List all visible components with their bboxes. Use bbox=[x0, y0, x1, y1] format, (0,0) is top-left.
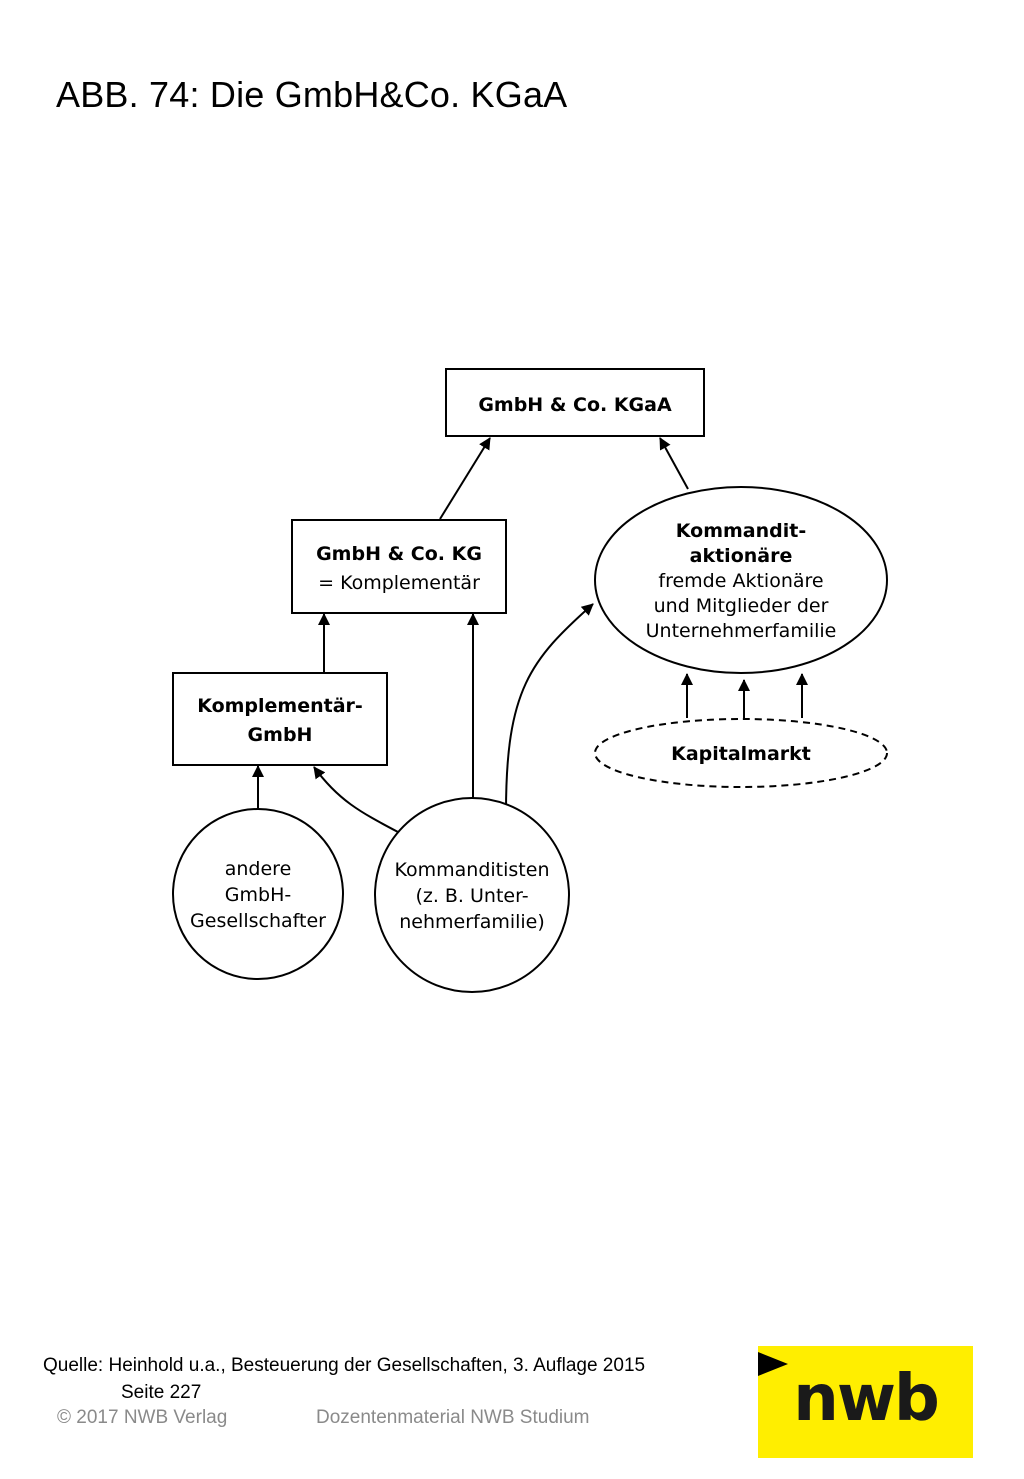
logo-arrow-icon bbox=[758, 1352, 788, 1376]
nwb-logo: nwb bbox=[758, 1346, 973, 1458]
node-kommanditisten-label-1: Kommanditisten bbox=[395, 859, 550, 881]
node-kapitalmarkt: Kapitalmarkt bbox=[594, 718, 888, 788]
arrow-kg-to-kgaa bbox=[439, 437, 491, 520]
source-line: Quelle: Heinhold u.a., Besteuerung der G… bbox=[43, 1355, 646, 1376]
node-andere-gesellschafter: andere GmbH- Gesellschafter bbox=[172, 808, 344, 980]
footer-material: Dozentenmaterial NWB Studium bbox=[316, 1407, 590, 1428]
node-kommanditaktionaere: Kommandit- aktionäre fremde Aktionäre un… bbox=[594, 486, 888, 674]
node-andere-label-3: Gesellschafter bbox=[190, 910, 326, 932]
node-kommanditisten: Kommanditisten (z. B. Unter- nehmerfamil… bbox=[374, 797, 570, 993]
slide-title: ABB. 74: Die GmbH&Co. KGaA bbox=[56, 74, 568, 115]
footer-copyright: © 2017 NWB Verlag bbox=[57, 1407, 228, 1428]
node-kommanditisten-label-2: (z. B. Unter- bbox=[415, 885, 528, 907]
arrow-kommanditisten-to-komplementaer bbox=[313, 766, 399, 833]
node-kg: GmbH & Co. KG = Komplementär bbox=[291, 519, 507, 614]
node-kg-label-1: GmbH & Co. KG bbox=[316, 543, 482, 565]
node-komplementaer-label-2: GmbH bbox=[248, 724, 313, 746]
arrow-kommanditisten-to-aktionaere bbox=[505, 603, 594, 813]
arrow-aktionaere-to-kgaa bbox=[659, 437, 689, 490]
node-aktionaere-label-3: fremde Aktionäre bbox=[658, 570, 823, 592]
node-kg-label-2: = Komplementär bbox=[318, 572, 480, 594]
node-aktionaere-label-1: Kommandit- bbox=[676, 520, 806, 542]
node-kgaa-label: GmbH & Co. KGaA bbox=[478, 394, 672, 416]
node-kgaa: GmbH & Co. KGaA bbox=[445, 368, 705, 437]
node-andere-label-2: GmbH- bbox=[225, 884, 291, 906]
node-kommanditisten-label-3: nehmerfamilie) bbox=[399, 911, 545, 933]
node-aktionaere-label-4: und Mitglieder der bbox=[654, 595, 829, 617]
nwb-logo-text: nwb bbox=[793, 1362, 939, 1436]
node-kapitalmarkt-label: Kapitalmarkt bbox=[671, 743, 811, 765]
node-komplementaer-gmbh: Komplementär- GmbH bbox=[172, 672, 388, 766]
source-citation: Quelle: Heinhold u.a., Besteuerung der G… bbox=[43, 1352, 645, 1406]
node-aktionaere-label-2: aktionäre bbox=[690, 545, 793, 567]
node-andere-label-1: andere bbox=[225, 858, 292, 880]
node-aktionaere-label-5: Unternehmerfamilie bbox=[646, 620, 837, 642]
node-komplementaer-label-1: Komplementär- bbox=[197, 695, 363, 717]
source-page: Seite 227 bbox=[121, 1382, 202, 1403]
